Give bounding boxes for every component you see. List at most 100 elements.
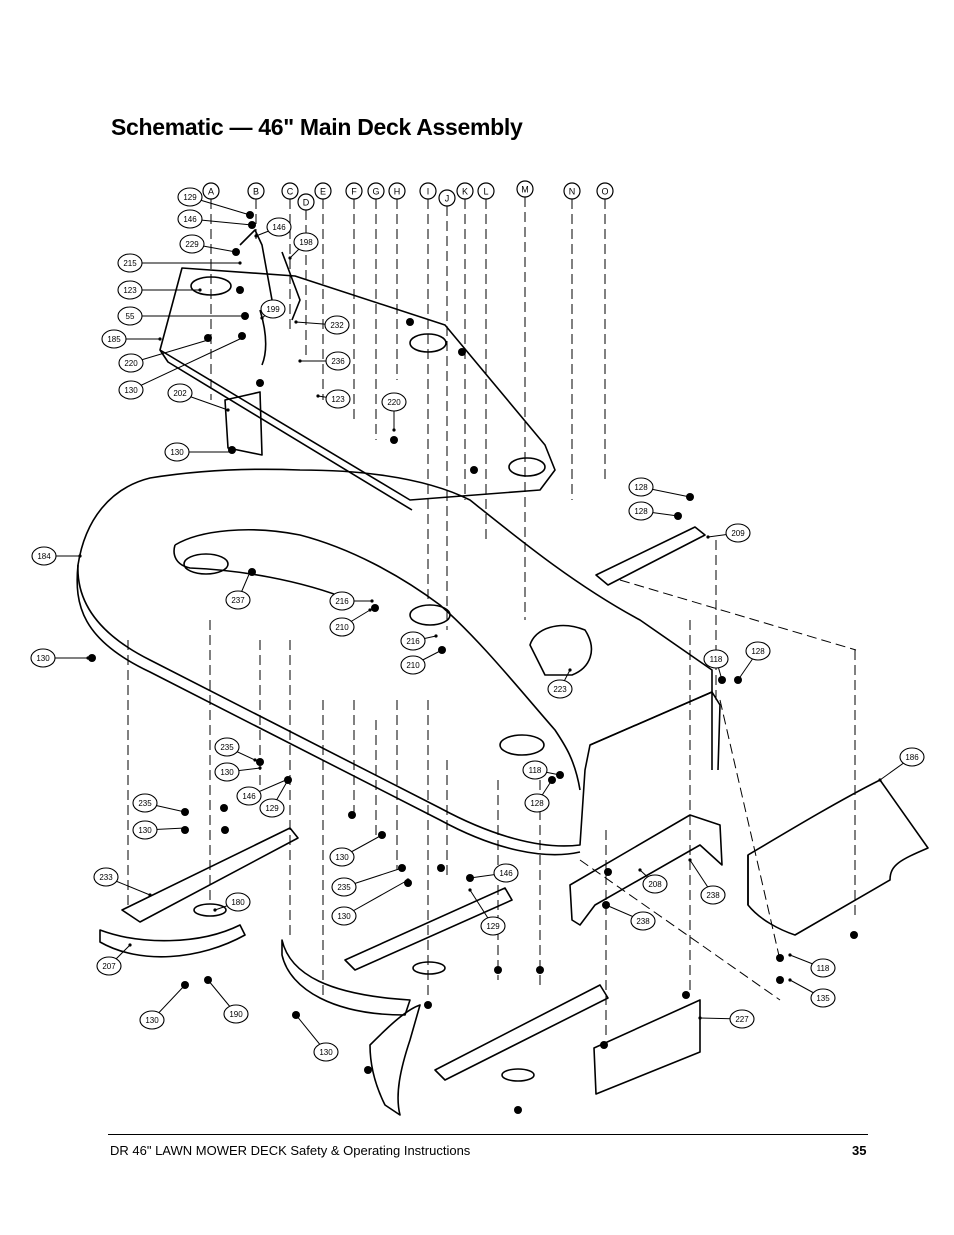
svg-text:207: 207 (102, 962, 116, 971)
svg-text:128: 128 (634, 507, 648, 516)
svg-text:L: L (483, 187, 488, 197)
hardware-parts (88, 211, 858, 1114)
svg-text:A: A (208, 187, 214, 197)
svg-text:235: 235 (220, 743, 234, 752)
svg-text:210: 210 (406, 661, 420, 670)
part-callout-146: 146 (177, 209, 254, 229)
svg-text:233: 233 (99, 873, 113, 882)
part-callout-130: 130 (331, 878, 410, 926)
svg-text:202: 202 (173, 389, 187, 398)
part-callout-236: 236 (298, 351, 351, 371)
svg-text:128: 128 (530, 799, 544, 808)
svg-text:185: 185 (107, 335, 121, 344)
svg-text:235: 235 (138, 799, 152, 808)
svg-text:M: M (521, 185, 529, 195)
part-callout-129: 129 (177, 187, 252, 217)
part-callout-130: 130 (139, 983, 187, 1030)
svg-text:130: 130 (220, 768, 234, 777)
svg-text:130: 130 (335, 853, 349, 862)
svg-text:180: 180 (231, 898, 245, 907)
part-callout-128: 128 (628, 501, 680, 521)
part-callout-130: 130 (132, 820, 187, 840)
part-callout-215: 215 (117, 253, 242, 273)
svg-text:146: 146 (499, 869, 513, 878)
svg-text:238: 238 (636, 917, 650, 926)
part-callout-130: 130 (164, 442, 234, 462)
letter-callout-M: M (516, 180, 534, 620)
part-callout-118: 118 (522, 760, 562, 780)
svg-text:I: I (427, 187, 430, 197)
svg-text:55: 55 (126, 312, 135, 321)
part-callout-128: 128 (736, 641, 771, 682)
letter-callout-B: B (247, 182, 265, 240)
svg-text:118: 118 (710, 655, 723, 664)
svg-text:H: H (394, 187, 401, 197)
svg-text:199: 199 (266, 305, 280, 314)
svg-text:223: 223 (553, 685, 567, 694)
svg-text:130: 130 (145, 1016, 159, 1025)
part-callout-202: 202 (167, 383, 230, 412)
part-callout-198: 198 (288, 232, 319, 260)
part-callout-128: 128 (524, 778, 554, 813)
letter-callout-J: J (438, 189, 456, 630)
part-callout-130: 130 (118, 336, 244, 400)
svg-text:130: 130 (319, 1048, 333, 1057)
svg-text:235: 235 (337, 883, 351, 892)
part-callout-199: 199 (260, 299, 286, 320)
letter-callout-L: L (477, 182, 495, 540)
svg-text:128: 128 (634, 483, 648, 492)
part-callout-130: 130 (30, 648, 90, 668)
svg-text:229: 229 (185, 240, 199, 249)
svg-text:184: 184 (37, 552, 51, 561)
svg-text:220: 220 (124, 359, 138, 368)
svg-text:238: 238 (706, 891, 720, 900)
svg-text:130: 130 (170, 448, 184, 457)
part-callout-210: 210 (329, 608, 372, 637)
svg-text:128: 128 (751, 647, 765, 656)
letter-callout-E: E (314, 182, 332, 400)
letter-callout-O: O (596, 182, 614, 480)
svg-text:J: J (445, 194, 450, 204)
part-callout-220: 220 (381, 392, 407, 432)
part-callout-209: 209 (706, 523, 751, 543)
svg-text:216: 216 (406, 637, 420, 646)
svg-text:210: 210 (335, 623, 349, 632)
svg-text:220: 220 (387, 398, 401, 407)
part-callout-237: 237 (225, 570, 252, 610)
part-callout-123: 123 (117, 280, 202, 300)
part-callout-208: 208 (638, 868, 668, 894)
svg-text:198: 198 (299, 238, 313, 247)
svg-text:F: F (351, 187, 357, 197)
part-callout-232: 232 (294, 315, 350, 335)
svg-text:118: 118 (529, 766, 542, 775)
svg-text:216: 216 (335, 597, 349, 606)
part-callout-128: 128 (628, 477, 692, 499)
part-callout-130: 130 (294, 1013, 339, 1062)
svg-text:B: B (253, 187, 259, 197)
footer-rule (108, 1134, 868, 1135)
svg-text:135: 135 (816, 994, 830, 1003)
part-callout-229: 229 (179, 234, 238, 254)
letter-callout-G: G (367, 182, 385, 440)
part-callout-227: 227 (698, 1009, 755, 1029)
letter-callout-A: A (202, 182, 220, 400)
part-callout-238: 238 (604, 903, 656, 931)
part-callout-118: 118 (788, 953, 836, 978)
part-callout-210: 210 (400, 648, 444, 675)
part-callout-235: 235 (132, 793, 187, 814)
part-callout-146: 146 (468, 863, 519, 883)
svg-text:K: K (462, 187, 468, 197)
svg-text:130: 130 (36, 654, 50, 663)
part-callout-185: 185 (101, 329, 162, 349)
page-number: 35 (852, 1143, 867, 1158)
part-callout-129: 129 (468, 888, 506, 936)
letter-callout-I: I (419, 182, 437, 600)
svg-text:E: E (320, 187, 326, 197)
part-callout-216: 216 (400, 631, 438, 651)
part-callout-123: 123 (316, 389, 351, 409)
letter-callout-N: N (563, 182, 581, 500)
svg-text:209: 209 (731, 529, 745, 538)
svg-text:232: 232 (330, 321, 344, 330)
svg-text:186: 186 (905, 753, 919, 762)
